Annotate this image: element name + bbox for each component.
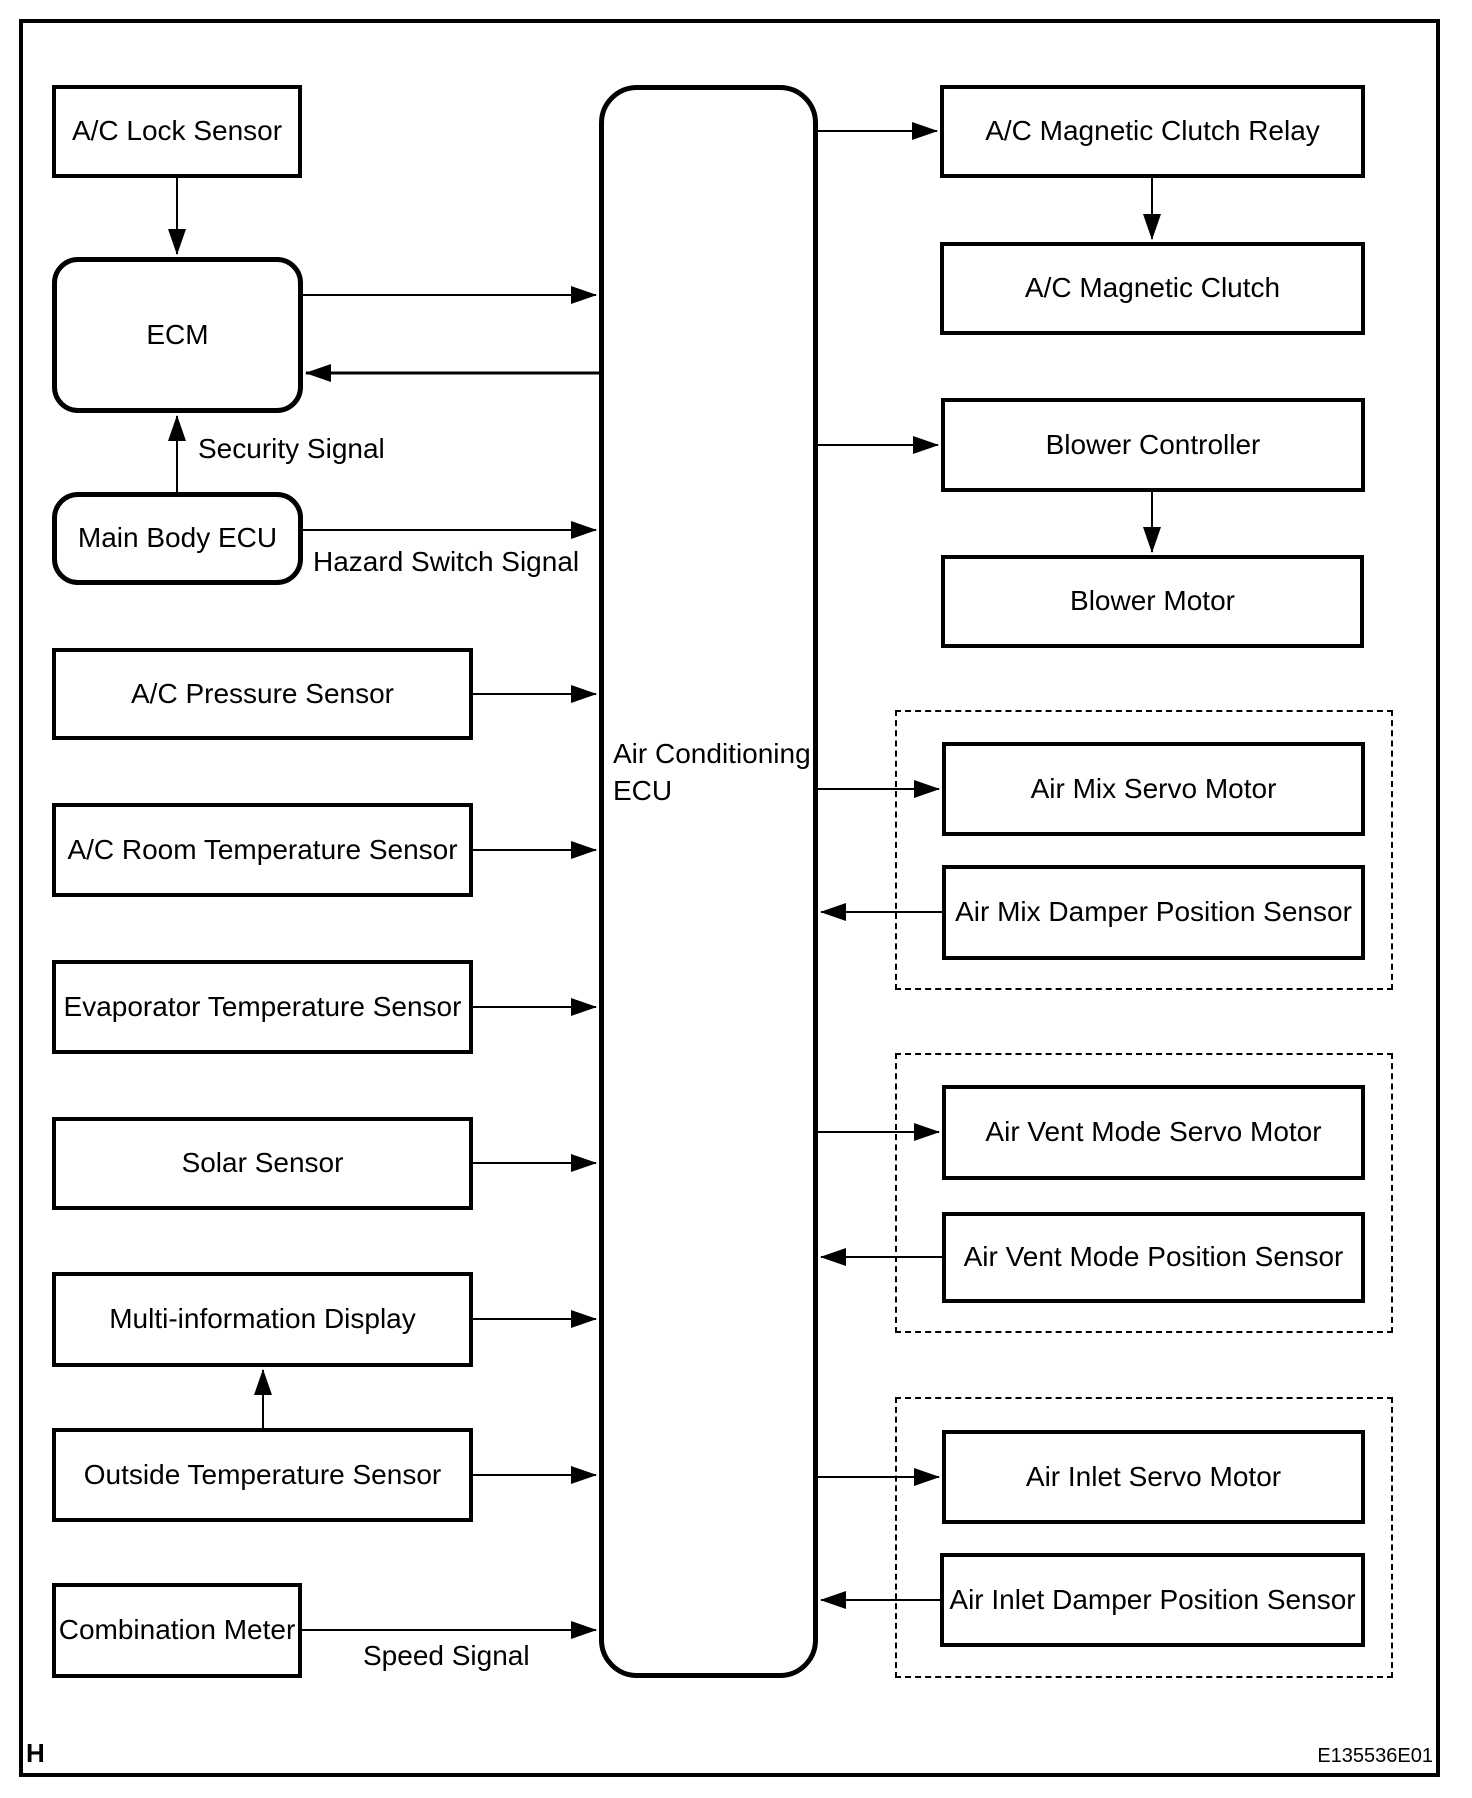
node-label: A/C Lock Sensor	[71, 115, 283, 147]
node-ac-room-temperature-sensor: A/C Room Temperature Sensor	[52, 803, 473, 897]
node-label: ECM	[146, 318, 209, 350]
node-label: Solar Sensor	[181, 1147, 344, 1179]
node-ecm: ECM	[52, 257, 303, 413]
node-combination-meter: Combination Meter	[52, 1583, 302, 1678]
node-blower-controller: Blower Controller	[941, 398, 1365, 492]
node-multi-information-display: Multi-information Display	[52, 1272, 473, 1367]
node-air-inlet-damper-position-sensor: Air Inlet Damper Position Sensor	[940, 1553, 1365, 1647]
node-ac-lock-sensor: A/C Lock Sensor	[52, 85, 302, 178]
node-label: Air Mix Damper Position Sensor	[955, 896, 1352, 928]
node-ac-pressure-sensor: A/C Pressure Sensor	[52, 648, 473, 740]
node-label: A/C Pressure Sensor	[131, 677, 394, 709]
node-label: Blower Controller	[1045, 428, 1261, 460]
speed-signal-label: Speed Signal	[363, 1640, 530, 1671]
node-ac-magnetic-clutch-relay: A/C Magnetic Clutch Relay	[940, 85, 1365, 178]
node-outside-temperature-sensor: Outside Temperature Sensor	[52, 1428, 473, 1522]
node-label: Air Inlet Damper Position Sensor	[949, 1583, 1356, 1615]
node-label: Air Conditioning ECU	[613, 738, 811, 806]
node-air-mix-servo-motor: Air Mix Servo Motor	[942, 742, 1365, 836]
node-label: Air Vent Mode Servo Motor	[985, 1116, 1322, 1148]
figure-code: E135536E01	[1317, 1745, 1433, 1767]
node-air-conditioning-ecu: Air Conditioning ECU	[599, 85, 818, 1678]
diagram-border	[19, 19, 1440, 1777]
security-signal-label: Security Signal	[198, 433, 385, 464]
node-air-vent-mode-position-sensor: Air Vent Mode Position Sensor	[942, 1212, 1365, 1303]
node-label: A/C Magnetic Clutch Relay	[985, 115, 1320, 147]
node-main-body-ecu: Main Body ECU	[52, 492, 303, 585]
air-mix-group-box	[895, 710, 1393, 990]
page-corner-label: H	[26, 1738, 45, 1768]
node-label: A/C Room Temperature Sensor	[67, 833, 458, 865]
node-label: Combination Meter	[58, 1614, 296, 1646]
node-label: Air Inlet Servo Motor	[1025, 1460, 1282, 1492]
node-label: Blower Motor	[1070, 585, 1235, 617]
node-label: Evaporator Temperature Sensor	[63, 990, 462, 1022]
node-air-vent-mode-servo-motor: Air Vent Mode Servo Motor	[942, 1085, 1365, 1180]
air-inlet-group-box	[895, 1397, 1393, 1678]
node-air-inlet-servo-motor: Air Inlet Servo Motor	[942, 1430, 1365, 1524]
air-vent-group-box	[895, 1053, 1393, 1333]
node-label: A/C Magnetic Clutch	[1024, 272, 1281, 304]
node-ac-magnetic-clutch: A/C Magnetic Clutch	[940, 242, 1365, 335]
node-blower-motor: Blower Motor	[941, 555, 1364, 648]
node-label: Air Mix Servo Motor	[1030, 772, 1277, 804]
node-label: Multi-information Display	[109, 1303, 416, 1335]
node-label: Outside Temperature Sensor	[83, 1458, 442, 1490]
node-evaporator-temperature-sensor: Evaporator Temperature Sensor	[52, 960, 473, 1054]
node-solar-sensor: Solar Sensor	[52, 1117, 473, 1210]
hazard-switch-signal-label: Hazard Switch Signal	[313, 546, 580, 577]
node-label: Main Body ECU	[77, 522, 278, 554]
node-label: Air Vent Mode Position Sensor	[963, 1241, 1344, 1273]
node-air-mix-damper-position-sensor: Air Mix Damper Position Sensor	[942, 865, 1365, 960]
